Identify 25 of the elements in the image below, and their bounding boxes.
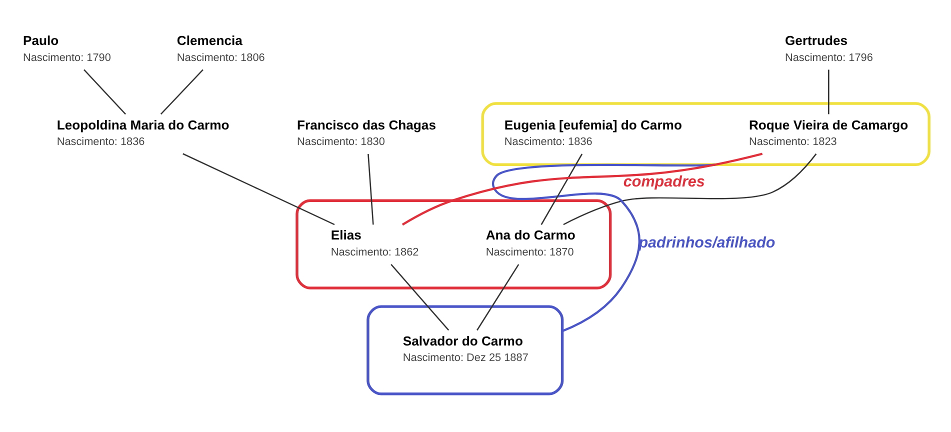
node-text: Francisco das Chagas Nascimento: 1830 xyxy=(297,116,436,148)
cluster xyxy=(366,304,564,395)
node-text: Elias Nascimento: 1862 xyxy=(330,227,419,258)
node-text: Roque Vieira de Camargo Nascimento: 1823 xyxy=(748,116,908,148)
node-text: Paulo Nascimento: 1790 xyxy=(22,32,111,64)
connector xyxy=(160,68,204,114)
node-text: Ana do Carmo Nascimento: 1870 xyxy=(486,227,576,258)
node-text: Salvador do Carmo Nascimento: Dez 25 1887 xyxy=(402,332,528,364)
connector xyxy=(390,264,450,330)
node-text: Clemencia Nascimento: 1806 xyxy=(176,32,265,64)
connector xyxy=(402,152,763,226)
connector xyxy=(84,68,126,114)
node-text: Gertrudes Nascimento: 1796 xyxy=(784,32,873,64)
cluster xyxy=(481,102,930,166)
connector xyxy=(563,152,817,225)
connector xyxy=(492,163,716,332)
cluster xyxy=(296,198,612,289)
node-text: Eugenia [eufemia] do Carmo Nascimento: 1836 xyxy=(504,116,682,148)
connector xyxy=(182,152,335,225)
connector xyxy=(540,153,583,224)
node-text: Leopoldina Maria do Carmo Nascimento: 1836 xyxy=(56,116,230,148)
connector xyxy=(828,69,830,114)
edge-label: compadres xyxy=(623,173,705,190)
connector xyxy=(476,264,520,330)
connector xyxy=(368,153,374,224)
